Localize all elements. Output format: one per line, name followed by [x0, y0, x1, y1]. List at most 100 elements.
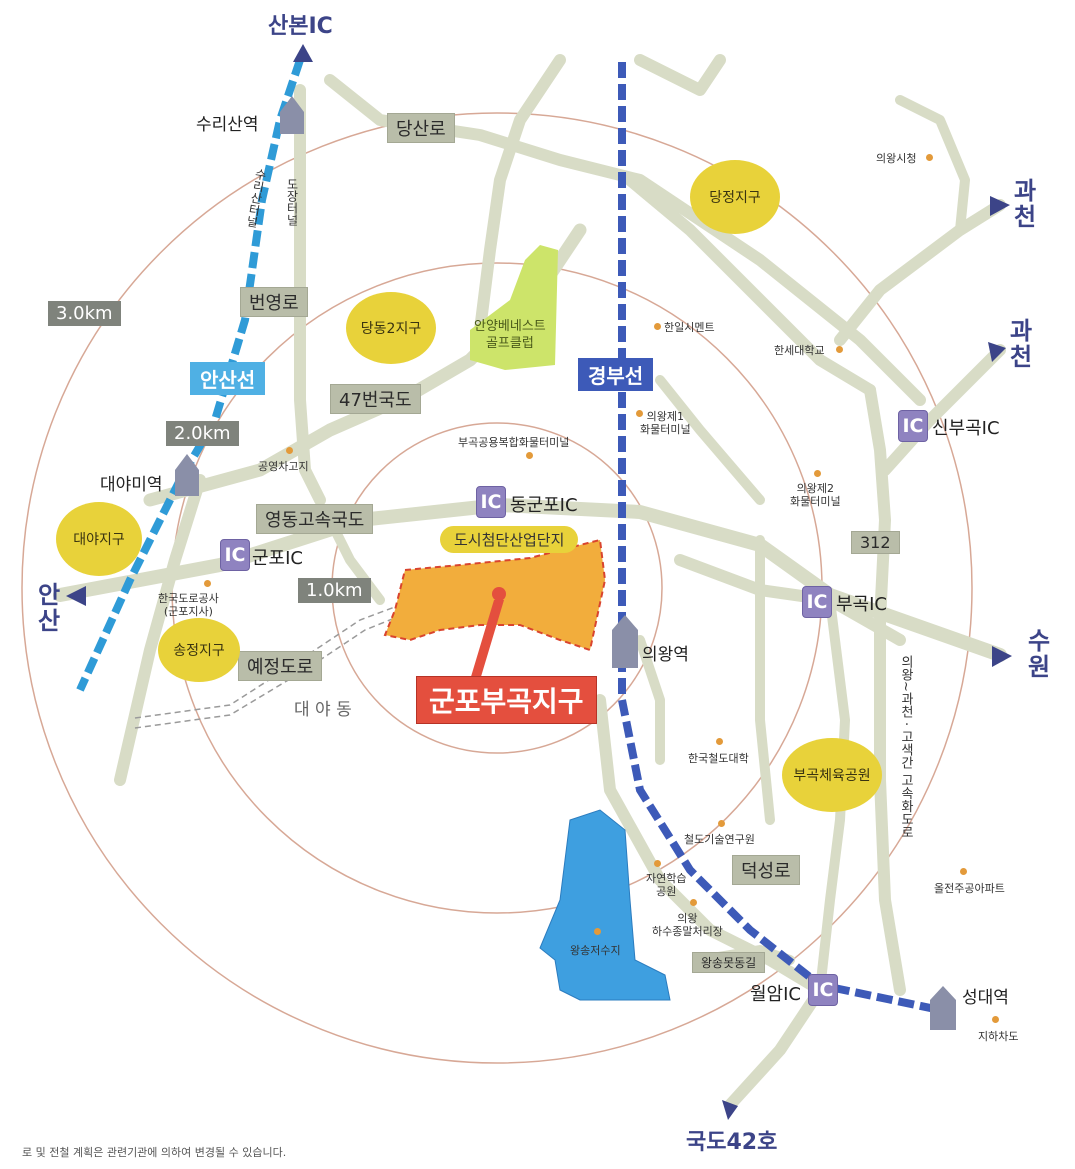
- district-dangdong2: 당동2지구: [346, 292, 436, 364]
- gwacheon-1-top: 과: [1013, 177, 1037, 205]
- golf-course: [470, 245, 558, 370]
- ic-donggunpo-icon: IC: [476, 486, 506, 518]
- district-daeya: 대야지구: [56, 502, 142, 576]
- place-hansei-univ: 한세대학교: [774, 344, 825, 357]
- suwon-top: 수: [1027, 627, 1051, 655]
- ic-sinbugok-icon: IC: [898, 410, 928, 442]
- district-songjeong: 송정지구: [158, 618, 240, 682]
- ansan-line-label: 안산선: [190, 362, 266, 395]
- distance-3km: 3.0km: [48, 301, 121, 326]
- suwon-arrow: [992, 646, 1012, 667]
- dot-hanil-cement: [654, 323, 661, 330]
- road-route47: 47번국도: [330, 384, 421, 414]
- sewage-line2: 하수종말처리장: [652, 925, 723, 938]
- site-center-dot: [492, 587, 506, 601]
- route42-label: 국도42호: [686, 1130, 778, 1155]
- dot-rail-univ: [716, 738, 723, 745]
- distance-1km: 1.0km: [298, 578, 371, 603]
- station-surisan: 수리산역: [196, 115, 259, 135]
- place-wangsong-reservoir: 왕송저수지: [570, 944, 621, 957]
- suwon-bottom: 원: [1027, 653, 1051, 681]
- footer-note: 로 및 전철 계획은 관련기관에 의하여 변경될 수 있습니다.: [22, 1146, 287, 1159]
- dot-freight2: [814, 470, 821, 477]
- ic-wolam-icon: IC: [808, 974, 838, 1006]
- dot-uiwang-city-hall: [926, 154, 933, 161]
- road-deokseong-ro: 덕성로: [732, 855, 800, 885]
- route42-arrow: [722, 1100, 738, 1120]
- gwacheon-2-top: 과: [1009, 317, 1033, 345]
- place-underpass: 지하차도: [978, 1030, 1019, 1043]
- ic-gunpo-icon: IC: [220, 539, 250, 571]
- main-site-title: 군포부곡지구: [416, 676, 597, 724]
- road-dangsan-ro: 당산로: [387, 113, 455, 143]
- korea-expressway-line2: (군포지사): [163, 605, 213, 618]
- dot-hansei-univ: [836, 346, 843, 353]
- station-icons: [175, 96, 956, 1030]
- freight2-line1: 의왕제2: [796, 482, 834, 495]
- district-dangjeong: 당정지구: [690, 160, 780, 234]
- ansan-top: 안: [37, 581, 61, 609]
- golf-label-line1: 안양베네스트: [474, 319, 546, 334]
- district-bugok-park: 부곡체육공원: [782, 738, 882, 812]
- freight1-line1: 의왕제1: [646, 410, 684, 423]
- korea-expressway-line1: 한국도로공사: [158, 592, 219, 605]
- place-apartment: 올전주공아파트: [934, 882, 1005, 895]
- ic-bugok-icon: IC: [802, 586, 832, 618]
- dojang-tunnel-label: 도장터널: [285, 178, 299, 226]
- place-gongyeong-garage: 공영차고지: [258, 460, 309, 473]
- gwacheon-arrow-2: [988, 342, 1006, 362]
- dot-sewage: [690, 899, 697, 906]
- place-bugok-freight: 부곡공용복합화물터미널: [458, 436, 570, 449]
- dot-underpass: [992, 1016, 999, 1023]
- station-daeyami: 대야미역: [100, 475, 163, 495]
- place-korea-expressway: 한국도로공사(군포지사): [158, 592, 219, 618]
- road-beonyeong-ro: 번영로: [240, 287, 308, 317]
- golf-label-line2: 골프클럽: [485, 336, 534, 351]
- dot-apartment: [960, 868, 967, 875]
- ansan-bottom: 산: [37, 607, 61, 635]
- ic-sinbugok-label: 신부곡IC: [932, 418, 1000, 439]
- gwacheon-arrow-1: [990, 196, 1010, 216]
- ic-gunpo-label: 군포IC: [252, 548, 303, 569]
- ring-3km: [21, 112, 973, 1064]
- dot-gongyeong-garage: [286, 447, 293, 454]
- dot-wangsong-reservoir: [594, 928, 601, 935]
- ic-wolam-label: 월암IC: [750, 984, 801, 1005]
- dot-freight1: [636, 410, 643, 417]
- road-yeongdong-expy: 영동고속국도: [256, 504, 374, 534]
- ic-donggunpo-label: 동군포IC: [510, 495, 578, 516]
- wangsong-reservoir: [539, 809, 671, 1001]
- sanbon-ic-label: 산본IC: [268, 14, 333, 39]
- sewage-line1: 의왕: [677, 912, 698, 925]
- freight1-line2: 화물터미널: [640, 423, 691, 436]
- gwacheon-1-bottom: 천: [1013, 203, 1037, 231]
- place-rail-univ: 한국철도대학: [688, 752, 749, 765]
- gyeongbu-line-label: 경부선: [578, 358, 654, 391]
- ic-bugok-label: 부곡IC: [836, 594, 887, 615]
- expressway-label: 의왕~과천 · 고색간 고속화도로: [898, 655, 913, 839]
- place-uiwang-city-hall: 의왕시청: [876, 152, 917, 165]
- gyeongbu-line: [618, 62, 941, 1014]
- freight2-line2: 화물터미널: [790, 495, 841, 508]
- road-wangsongmotdong: 왕송못동길: [692, 952, 766, 973]
- ansan-arrow: [66, 586, 86, 606]
- place-hanil-cement: 한일시멘트: [664, 321, 715, 334]
- distance-2km: 2.0km: [166, 421, 239, 446]
- station-uiwang: 의왕역: [642, 645, 689, 665]
- dot-bugok-freight: [526, 452, 533, 459]
- gwacheon-2-bottom: 천: [1009, 343, 1033, 371]
- road-yejeong-ro: 예정도로: [238, 651, 323, 681]
- dot-nature-park: [654, 860, 661, 867]
- dot-korea-expressway: [204, 580, 211, 587]
- industrial-complex-label: 도시첨단산업단지: [440, 526, 579, 553]
- site-pointer: [470, 600, 504, 680]
- station-seongdae: 성대역: [962, 988, 1009, 1008]
